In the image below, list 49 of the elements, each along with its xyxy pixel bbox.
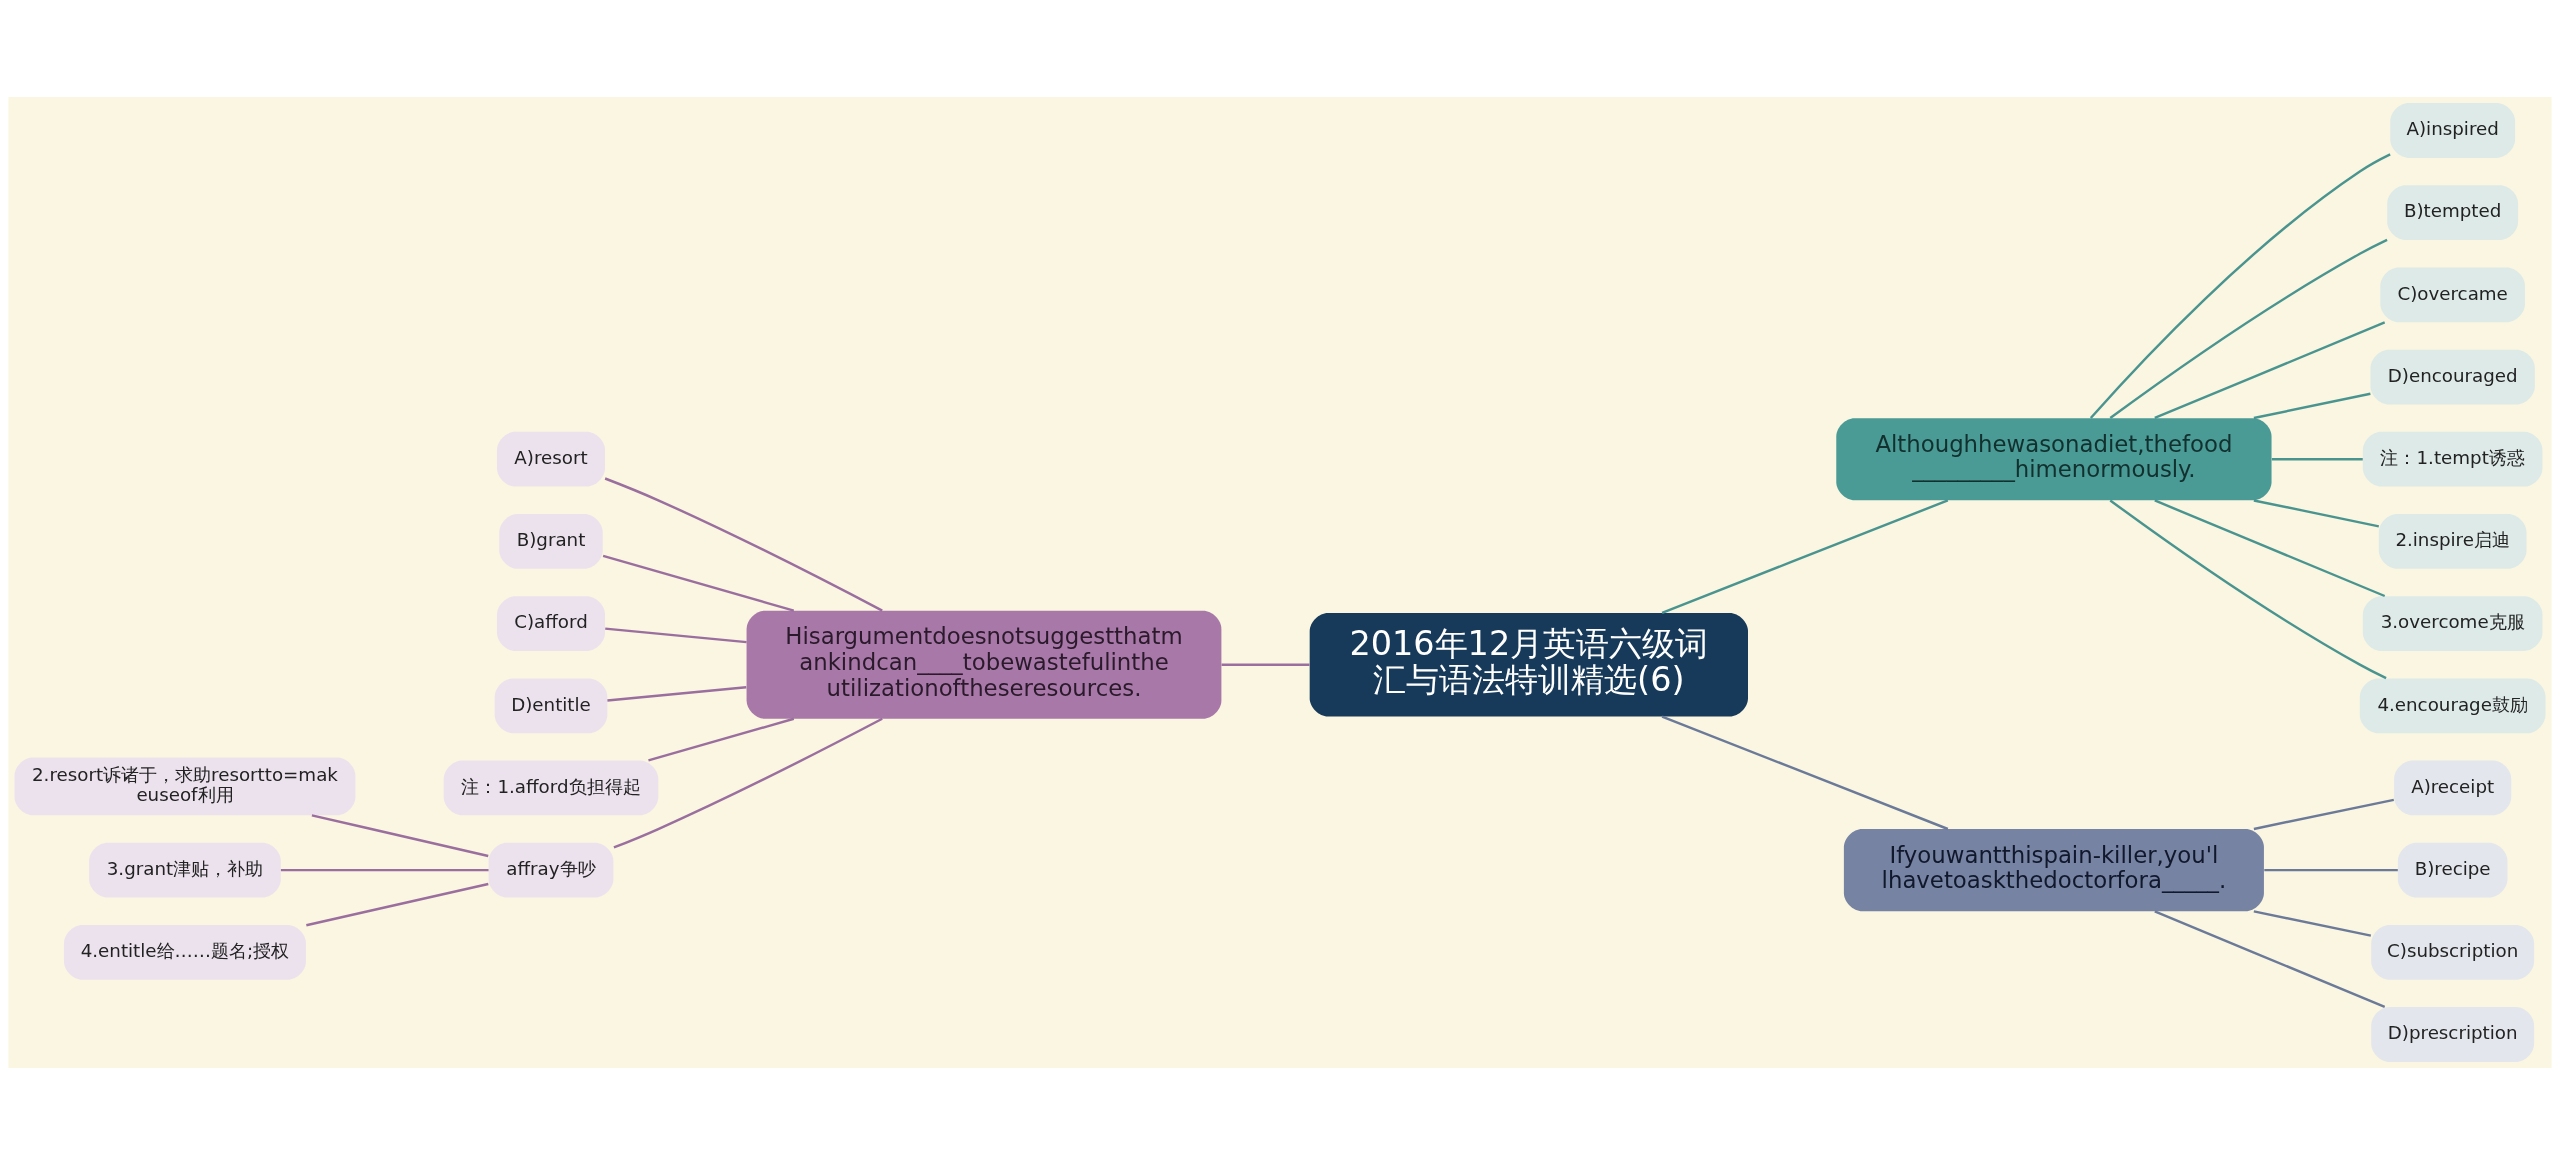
connector [2154, 910, 2386, 1009]
node-box: Hisargumentdoesnotsuggestthatmankindcan____tobewastefulintheutilizationoftheseresources. [746, 610, 1222, 719]
node-box: A)inspired [2390, 103, 2516, 158]
connector [1221, 663, 1310, 666]
connector [306, 882, 489, 927]
connector [280, 868, 489, 872]
node-box: B)grant [499, 514, 603, 569]
connector [2271, 458, 2363, 461]
node-box: C)afford [496, 596, 605, 651]
connector [607, 686, 747, 702]
node-box: 2016年12月英语六级词汇与语法特训精选(6) [1309, 612, 1748, 717]
connector [2109, 238, 2388, 419]
node-box: A)receipt [2394, 760, 2512, 816]
connector [2264, 868, 2398, 872]
node-box: affray争吵 [488, 842, 614, 898]
node-box: C)subscription [2371, 924, 2535, 980]
connector [2109, 499, 2387, 680]
connector [1661, 499, 1949, 614]
node-box: 2.inspire启迪 [2378, 514, 2527, 569]
node-box: 4.entitle给……题名;授权 [63, 924, 306, 980]
node-box: Althoughhewasonadiet,thefood _________himenormously. [1836, 418, 2272, 501]
connector [604, 477, 883, 612]
connector [311, 814, 489, 858]
connector [648, 717, 795, 762]
node-box: A)resort [496, 431, 605, 487]
connector [2253, 910, 2372, 937]
node-box: 注：1.afford负担得起 [443, 760, 659, 816]
node-box: 4.encourage鼓励 [2359, 678, 2546, 734]
node-box: 注：1.tempt诱惑 [2362, 431, 2543, 487]
connector [2253, 392, 2371, 420]
connector [605, 627, 747, 644]
connector [1661, 715, 1949, 831]
node-box: 2.resort诉诸于，求助resortto=makeuseof利用 [14, 757, 356, 816]
connector [613, 717, 883, 849]
node-box: Ifyouwantthispain-killer,you'llhavetoaskthedoctorfora_____. [1843, 829, 2264, 912]
connector [2089, 153, 2391, 419]
connector [2253, 798, 2395, 831]
node-box: D)entitle [494, 678, 608, 734]
connector [2253, 499, 2380, 528]
node-box: 3.overcome克服 [2362, 596, 2543, 651]
node-box: D)prescription [2371, 1007, 2535, 1062]
node-box: D)encouraged [2370, 349, 2535, 405]
connector [2154, 321, 2386, 420]
node-box: B)recipe [2397, 842, 2508, 898]
node-box: C)overcame [2380, 267, 2525, 323]
connector [602, 554, 795, 612]
node-box: B)tempted [2387, 185, 2519, 241]
node-box: 3.grant津贴，补助 [89, 842, 281, 898]
connector [2154, 499, 2386, 598]
